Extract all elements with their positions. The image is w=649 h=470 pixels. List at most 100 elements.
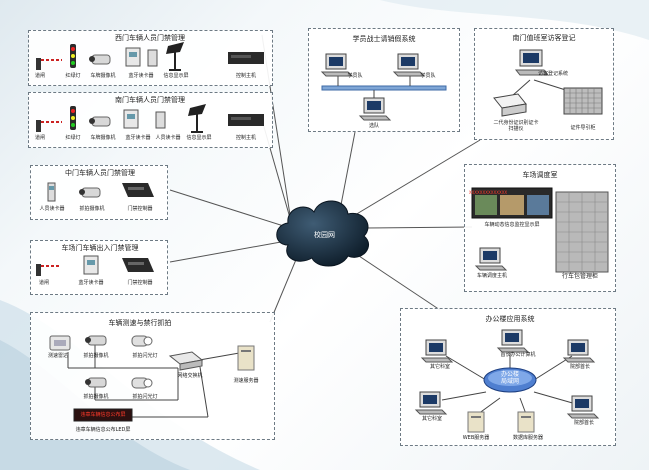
plate-camera-icon [89,54,111,65]
office-devices [414,329,600,433]
computer-icon [392,53,426,77]
speed-label-flash-2: 抓拍闪光灯 [132,394,158,400]
south-gate-title: 南门车辆人员门禁管理 [115,96,185,104]
snapshot-camera-icon [85,335,107,346]
network-switch-icon [168,351,204,371]
led-screen-text: 违章车辆信息公布屏 [80,412,126,418]
speed-snapshot-panel [30,312,275,440]
flash-light-icon [131,377,153,389]
guard-room-devices [493,49,603,117]
access-controller-icon [122,258,154,272]
dispatch-label-monitor-wall: 车辆动态信息监控显示屏 [484,222,540,228]
barrier-gate-icon [36,264,60,276]
computer-icon [514,49,550,76]
office-label-chief-1: 院部首长 [569,364,591,370]
traffic-light-icon [70,44,76,68]
office-label-db-server: 数据库服务器 [512,435,544,441]
office-label-other-dept-2: 其它科室 [421,416,443,422]
guide-cabinet-icon [563,87,603,115]
access-controller-icon [122,183,154,197]
traffic-light-icon [70,106,76,130]
west-label-display: 信息显示屏 [163,73,189,79]
computer-icon [358,97,392,121]
office-label-chief-2: 院部首长 [573,420,595,426]
south-label-traffic-light: 红绿灯 [65,135,81,141]
office-label-chief-computer: 首长办公计算机 [500,352,536,358]
leave-label-select: 选队 [368,123,380,129]
middle-label-access-controller: 门禁控制器 [127,206,153,212]
plate-camera-icon [89,116,111,127]
snapshot-camera-icon [79,187,101,198]
west-label-plate-camera: 车牌摄像机 [90,73,116,79]
leave-label-unit-1: 学员队 [347,73,363,79]
dispatch-screen-text: XXXXXXXXXXXXXX [468,190,508,195]
speed-snapshot-devices [49,335,255,422]
web-server-icon [467,411,485,433]
bluetooth-reader-icon [125,47,141,67]
leave-system-panel [308,28,460,132]
leave-label-unit-2: 学员队 [420,73,436,79]
west-gate-devices [36,42,264,71]
south-label-personnel-reader: 人员读卡器 [155,135,181,141]
office-title: 办公楼应用系统 [485,315,535,323]
office-label-other-dept-1: 其它科室 [429,364,451,370]
card-reader-small-icon [147,49,158,67]
info-display-icon [166,42,184,71]
campus-network-cloud [276,200,370,267]
control-host-icon [228,114,264,126]
guard-label-scanner: 二代身份证识别证卡扫描仪 [493,120,539,132]
parking-label-access-controller: 门禁控制器 [127,280,153,286]
speed-radar-icon [49,335,71,351]
computer-icon [566,395,600,419]
parking-gate-devices [36,255,154,276]
barrier-gate-icon [36,120,62,132]
middle-label-snapshot-camera: 抓拍摄像机 [79,206,105,212]
barrier-gate-icon [36,58,62,70]
flash-light-icon [131,335,153,347]
led-screen-icon [73,408,133,422]
bluetooth-reader-icon [83,255,99,275]
south-label-plate-camera: 车牌摄像机 [90,135,116,141]
dispatch-room-devices [471,187,609,273]
south-gate-devices [36,104,264,133]
middle-gate-devices [47,182,154,202]
leave-system-title: 学员战士请销假系统 [352,35,416,43]
guard-label-visitor-system: 访客登记系统 [537,71,569,77]
computer-icon [414,391,448,415]
parking-gate-title: 车场门车辆出入门禁管理 [61,244,139,252]
dispatch-label-cabinet: 行车包管理柜 [561,273,599,280]
west-gate-title: 西门车辆人员门禁管理 [115,34,185,42]
speed-label-server: 测速服务器 [233,378,259,384]
west-label-control-host: 控制主机 [235,73,257,79]
monitor-wall-icon [471,187,553,219]
personnel-reader-icon [47,182,56,202]
south-label-barrier: 道闸 [34,135,46,141]
speed-label-led: 违章车辆信息公布LED屏 [75,427,131,433]
info-display-icon [188,104,206,133]
speed-label-camera-1: 抓拍摄像机 [83,353,109,359]
west-label-barrier: 道闸 [34,73,46,79]
computer-icon [496,329,530,353]
computer-icon [474,247,508,271]
computer-icon [320,53,354,77]
office-label-web-server: WEB服务器 [462,435,490,441]
middle-label-personnel-reader: 人员读卡器 [39,206,65,212]
control-host-icon [228,52,264,64]
south-label-control-host: 控制主机 [235,135,257,141]
west-label-traffic-light: 红绿灯 [65,73,81,79]
speed-snapshot-title: 车辆测速与禁行抓拍 [108,319,172,327]
guard-room-panel [474,28,614,140]
computer-icon [562,339,596,363]
office-lan-label-2: 局域网 [500,378,520,385]
south-label-bt-reader: 蓝牙读卡器 [125,135,151,141]
speed-label-switch: 网络交换机 [177,373,203,379]
dispatch-label-host: 车辆调度主机 [476,273,508,279]
guard-label-cabinet: 证件导引柜 [570,125,596,131]
speed-label-radar: 测速雷达 [47,353,69,359]
south-label-display: 信息显示屏 [186,135,212,141]
speed-label-flash-1: 抓拍闪光灯 [132,353,158,359]
speed-server-icon [237,345,255,371]
database-server-icon [517,411,535,433]
middle-gate-title: 中门车辆人员门禁管理 [65,169,135,177]
